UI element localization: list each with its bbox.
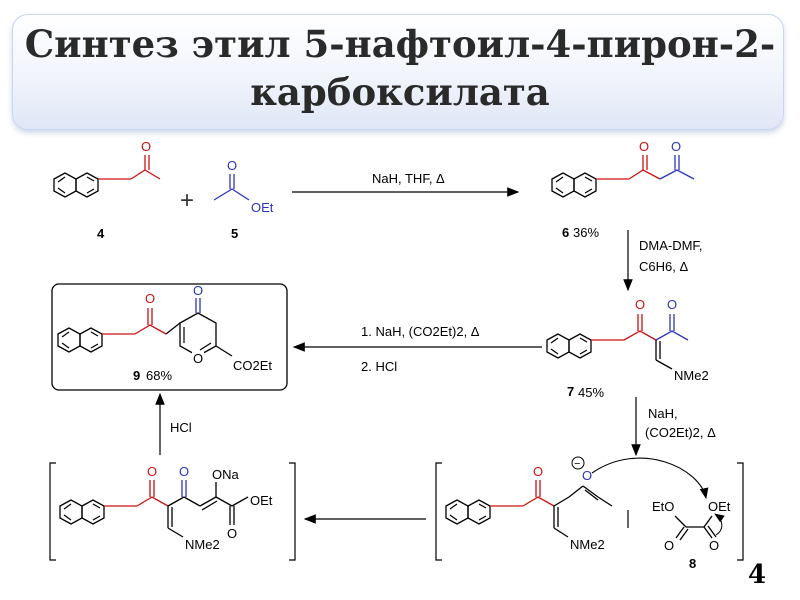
compound-7: O O NMe2 7 45% [546,297,709,400]
compound-6-yield: 36% [573,225,599,240]
plus-sign: + [180,187,194,214]
amine-label: NMe2 [570,537,605,552]
conditions-r1: NaH, THF, Δ [372,171,445,186]
compound-5: O OEt 5 [213,158,274,241]
ethoxy-label: OEt [251,200,274,215]
oxygen-label: O [141,139,151,154]
conditions-r4-line2: (CO2Et)2, Δ [645,425,716,440]
conditions-r3-line2: 2. HCl [361,359,397,374]
oxygen-label: O [179,464,189,479]
oxygen-label: O [635,297,645,312]
sodium-enolate-label: ONa [212,467,240,482]
compound-5-label: 5 [231,226,238,241]
compound-4: O 4 [53,139,161,241]
oxygen-label: O [671,139,681,154]
compound-6-label: 6 [562,225,569,240]
oxygen-label: O [667,297,677,312]
compound-9-label: 9 [133,368,140,383]
compound-7-yield: 45% [578,385,604,400]
oxygen-label: O [147,464,157,479]
oxygen-label: O [709,538,719,553]
compound-9: O O O CO2Et 9 68% [57,283,272,383]
conditions-r4-line1: NaH, [648,406,678,421]
oxygen-label: O [664,538,674,553]
bracket-right [737,462,744,561]
compound-6: O O 6 36% [551,139,695,240]
amine-label: NMe2 [674,368,709,383]
oxygen-label: O [227,158,237,173]
oxygen-label: O [145,291,155,306]
ethoxy-left-label: EtO [652,499,674,514]
enolate-oxygen: O [582,468,592,483]
conditions-r2-line2: C6H6, Δ [639,259,688,274]
compound-8-label: 8 [689,556,696,571]
conditions-r2-line1: DMA-DMF, [639,238,703,253]
ester-label: OEt [250,493,273,508]
negative-charge: − [574,458,580,470]
ester-label: CO2Et [233,358,272,373]
oxygen-label: O [533,464,543,479]
ethoxy-right-label: OEt [708,499,731,514]
bracket-right-2 [289,462,296,561]
ring-oxygen-label: O [193,351,203,366]
intermediate-1: O O − NMe2 EtO OEt O O 8 [445,456,731,571]
oxygen-label: O [227,526,237,541]
oxygen-label: O [639,139,649,154]
intermediate-2: O O ONa OEt O NMe2 [59,464,273,552]
conditions-r3-line1: 1. NaH, (CO2Et)2, Δ [361,324,480,339]
product-box [51,283,288,391]
compound-7-label: 7 [567,384,574,399]
page-number: 4 [748,560,766,590]
oxygen-label: O [193,283,203,298]
title-banner [12,14,784,130]
bracket-left [435,462,442,561]
slide-title: Синтез этил 5-нафтоил-4-пирон-2-карбокси… [24,22,776,114]
amine-label: NMe2 [185,537,220,552]
compound-4-label: 4 [97,226,105,241]
compound-9-yield: 68% [146,368,172,383]
bracket-left-2 [49,462,56,561]
conditions-r5: HCl [170,420,192,435]
